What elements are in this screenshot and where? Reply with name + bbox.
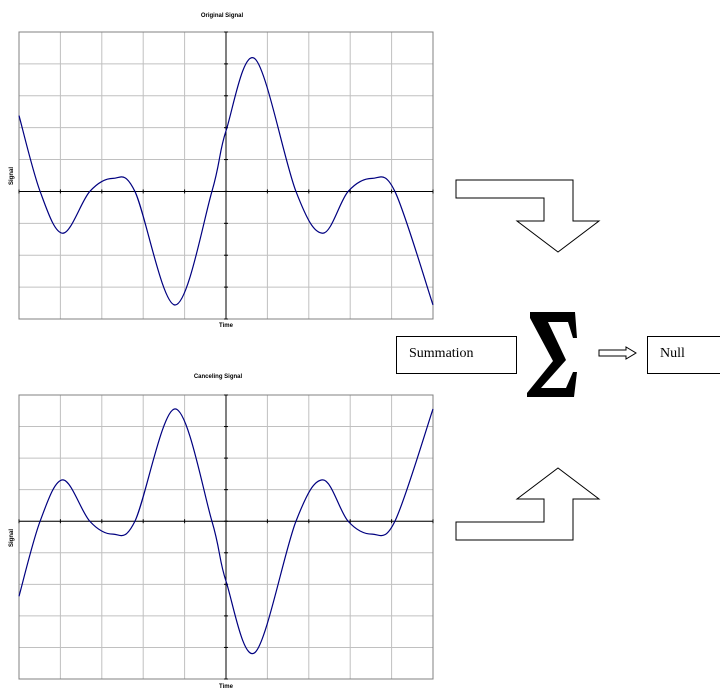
x-axis-label: Time xyxy=(219,323,234,329)
original-signal-plot: Original Signal Time Signal xyxy=(9,13,434,329)
signal-line xyxy=(18,408,434,655)
signal-line xyxy=(18,57,434,306)
null-result-box: Null xyxy=(647,336,720,374)
y-axis-label: Signal xyxy=(9,167,15,185)
summation-box: Summation xyxy=(396,336,517,374)
x-axis-label: Time xyxy=(219,684,234,690)
plot-title: Original Signal xyxy=(201,13,244,19)
bent-arrow-down xyxy=(455,179,601,253)
sigma-icon xyxy=(527,312,577,397)
y-axis-label: Signal xyxy=(9,529,15,547)
right-arrow-icon xyxy=(598,346,637,360)
bent-arrow-up xyxy=(455,467,601,541)
plot-title: Canceling Signal xyxy=(194,374,243,380)
canceling-signal-plot: Canceling Signal Time Signal xyxy=(9,374,434,690)
